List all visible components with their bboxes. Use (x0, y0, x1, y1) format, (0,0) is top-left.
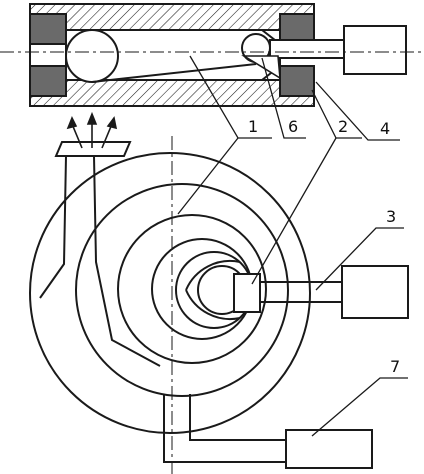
outer-casing (29, 152, 311, 434)
injector-box (233, 273, 261, 313)
spiral-coil-1 (75, 183, 289, 397)
leader-7 (311, 377, 408, 437)
shaft (269, 39, 345, 59)
left-seal-top (29, 13, 67, 45)
actuator-3 (341, 265, 409, 319)
callout-labels: 1 2 3 4 6 7 (248, 117, 400, 376)
channel-lower (91, 63, 257, 83)
callout-2: 2 (338, 117, 348, 136)
callout-4: 4 (380, 119, 390, 138)
pipe-7-inner (189, 394, 286, 441)
section-view (0, 3, 424, 107)
inner-arc-a (185, 259, 241, 291)
flow-arrow-3-head (106, 116, 118, 130)
left-seal-bottom (29, 65, 67, 97)
outlet-tube-left (39, 155, 67, 299)
flow-arrow-1 (71, 123, 83, 149)
flow-arrows (66, 111, 118, 149)
leader-2-bottom (251, 137, 337, 285)
actuator-7 (285, 429, 373, 469)
flow-arrow-2-head (86, 111, 98, 125)
callout-7: 7 (390, 357, 400, 376)
inner-arc-b (185, 289, 241, 321)
outlet-tube-right (93, 155, 161, 367)
callout-3: 3 (386, 207, 396, 226)
callout-1: 1 (248, 117, 258, 136)
housing-wall-top (29, 3, 315, 31)
outlet-hood (54, 141, 132, 157)
large-ball (65, 29, 119, 83)
spiral-coil-2 (117, 214, 267, 364)
plan-view (29, 111, 409, 474)
right-seal-bottom (279, 65, 315, 97)
leader-2-top (311, 89, 362, 139)
flow-arrow-3 (101, 123, 113, 149)
leader-lines (177, 55, 408, 437)
callout-6: 6 (288, 117, 298, 136)
actuator-4 (343, 25, 407, 75)
leader-6 (261, 57, 306, 139)
leader-1-bottom (177, 137, 239, 215)
leader-4 (315, 81, 400, 141)
left-bore (29, 43, 67, 67)
pipe-7-outer (163, 394, 286, 463)
cone-tip (241, 55, 281, 80)
leader-3 (315, 227, 404, 291)
flow-arrow-1-head (66, 116, 78, 130)
